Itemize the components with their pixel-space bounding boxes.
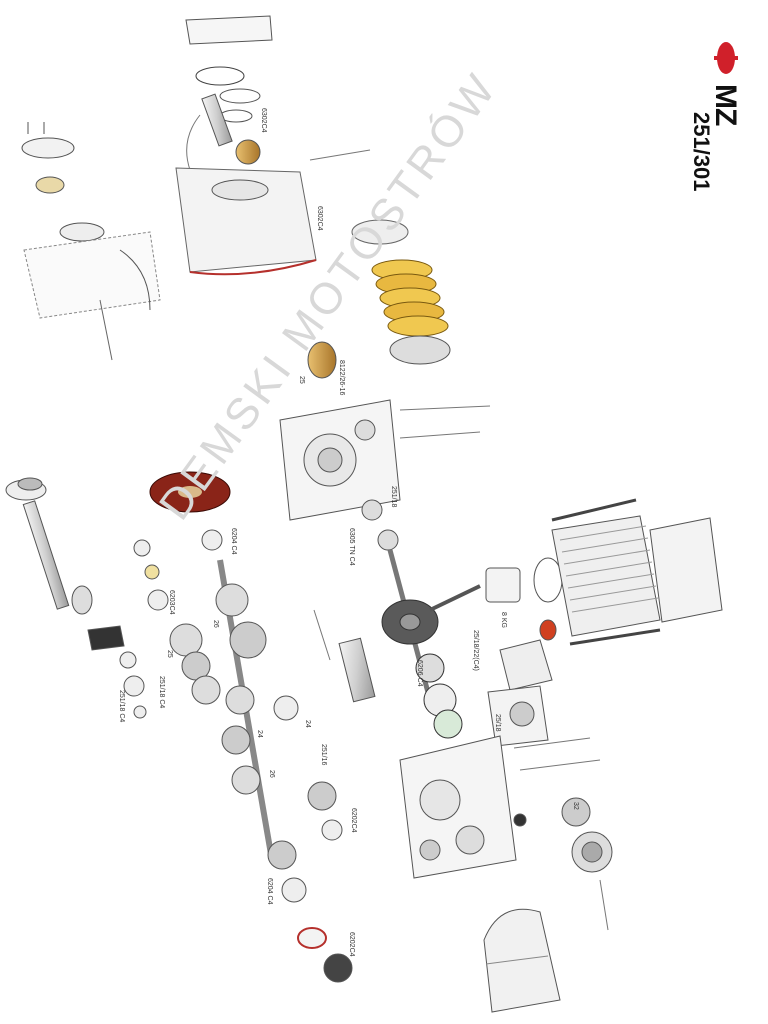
part-number-labels: 6302C4 6302C4 8122/26-16 25 251/18 6305 … bbox=[118, 108, 579, 957]
part-number: 251/18 bbox=[390, 486, 397, 508]
part-number: 251/16 bbox=[320, 744, 327, 766]
brand-model: 251/301 bbox=[689, 112, 714, 192]
part-number: 26 bbox=[268, 770, 275, 778]
ignition-cover bbox=[483, 908, 561, 1013]
kickstart-shaft bbox=[5, 477, 125, 651]
part-number: 25 bbox=[166, 650, 173, 658]
part-number: 24 bbox=[304, 720, 311, 728]
part-number: 6302C4 bbox=[260, 108, 267, 133]
gearbox-parts bbox=[119, 539, 169, 719]
part-number: 26 bbox=[212, 620, 219, 628]
part-number: 32 bbox=[572, 802, 579, 810]
part-number: 8122/26-16 bbox=[338, 360, 345, 396]
part-number: 25 bbox=[298, 376, 305, 384]
gear-selector-drum bbox=[313, 609, 376, 703]
clutch-spring-pack bbox=[351, 219, 451, 365]
part-number: 251/18 C4 bbox=[158, 676, 165, 708]
part-number: 6204 C4 bbox=[266, 878, 273, 905]
part-number: 25/18 bbox=[494, 714, 501, 732]
logo-mark bbox=[714, 42, 738, 74]
part-number: 6204 C4 bbox=[230, 528, 237, 555]
part-number: 25/18/22(C4) bbox=[472, 630, 479, 671]
crankcase-left bbox=[399, 735, 601, 879]
part-number: 6203C4 bbox=[168, 590, 175, 615]
gearbox-shaft-lay bbox=[169, 623, 343, 841]
part-number: 6202C4 bbox=[348, 932, 355, 957]
part-number: 24 bbox=[256, 730, 263, 738]
part-number: 6202C4 bbox=[350, 808, 357, 833]
part-number: 6305 TN C4 bbox=[348, 528, 355, 566]
carburetor bbox=[487, 639, 591, 749]
gearbox-shaft-main bbox=[201, 529, 353, 983]
part-number: 6206 C4 bbox=[416, 660, 423, 687]
crankshaft bbox=[381, 549, 481, 739]
primary-gear bbox=[149, 471, 231, 513]
crankcase-right bbox=[279, 341, 491, 551]
part-number: 6302C4 bbox=[316, 206, 323, 231]
part-number: 8 KG bbox=[500, 612, 507, 628]
part-number: 251/18 C4 bbox=[118, 690, 125, 722]
output-sprocket bbox=[561, 797, 613, 931]
ignition-cover-group bbox=[21, 122, 161, 361]
piston-cylinder bbox=[485, 498, 723, 646]
brand-logo: MZ 251/301 bbox=[668, 40, 748, 192]
clutch-cover-group bbox=[175, 15, 371, 276]
